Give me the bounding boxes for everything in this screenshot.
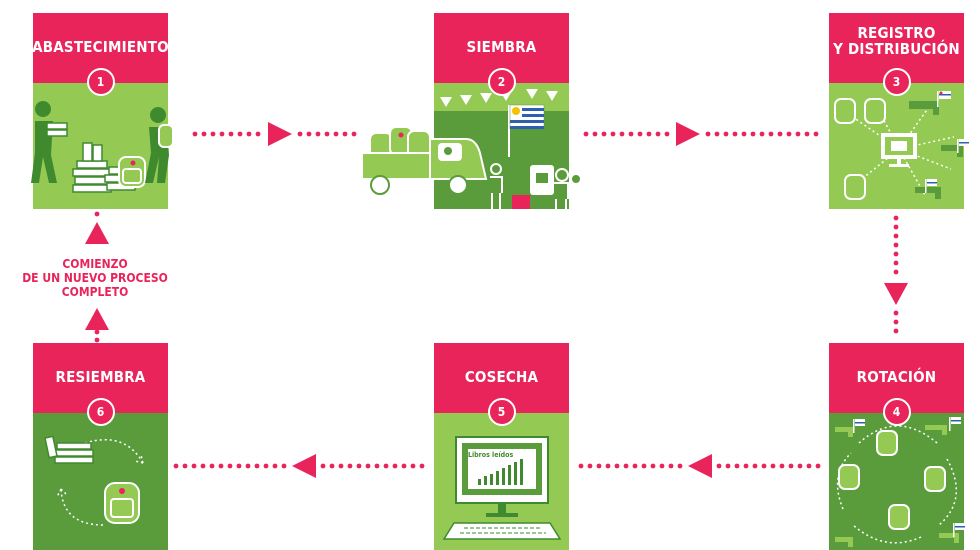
step-header: ABASTECIMIENTO 1: [32, 13, 169, 96]
backpack-icon: [104, 482, 140, 524]
keyboard-icon: [442, 522, 562, 540]
computer-monitor-icon: [455, 436, 549, 517]
step-title: COSECHA: [464, 368, 539, 386]
uruguay-flag-icon: [853, 417, 965, 537]
step-rotacion: ROTACIÓN 4: [829, 343, 965, 550]
step-number-badge: 6: [86, 398, 115, 426]
podium-icon: [512, 195, 530, 209]
replant-illustration: [44, 435, 144, 526]
truck-icon: [361, 138, 488, 195]
step-siembra: SIEMBRA 2: [361, 13, 582, 209]
rotation-illustration: [835, 417, 965, 547]
step-illustration: [829, 413, 965, 550]
step-header: SIEMBRA 2: [434, 13, 569, 96]
step-title: RESIEMBRA: [55, 368, 146, 386]
step-title: ROTACIÓN: [856, 368, 937, 386]
backpack-icon: [838, 430, 946, 530]
step-header: RESIEMBRA 6: [33, 343, 168, 426]
step-illustration: [31, 83, 174, 209]
uruguay-flag-icon: [925, 91, 969, 193]
books-stack-icon: [72, 142, 136, 193]
step-header: COSECHA 5: [434, 343, 569, 426]
step-number-badge: 2: [487, 68, 516, 96]
connector-3-4: [884, 215, 908, 334]
computer-monitor-icon: [881, 133, 917, 167]
step-resiembra: RESIEMBRA 6: [33, 343, 168, 550]
step-abastecimiento: ABASTECIMIENTO 1: [31, 13, 174, 209]
monitor-chart-label: Libros leídos: [468, 451, 514, 459]
cycle-restart-note: COMIENZO DE UN NUEVO PROCESO COMPLETO: [22, 257, 168, 299]
step-title: SIEMBRA: [466, 38, 537, 56]
registry-distribution-illustration: [834, 91, 969, 200]
step-illustration: Libros leídos: [434, 413, 569, 550]
connector-5-6: [173, 454, 425, 478]
connector-4-5: [578, 454, 821, 478]
connector-6-1: [85, 203, 109, 343]
step-cosecha: COSECHA 5 Libros leídos: [434, 343, 569, 550]
harvest-computer-illustration: [442, 436, 562, 540]
step-number-badge: 3: [882, 68, 911, 96]
books-stack-icon: [44, 435, 94, 464]
backpack-icon: [834, 98, 886, 200]
cycle-arrows: [56, 439, 144, 526]
step-number-badge: 5: [487, 398, 516, 426]
truck-illustration: [361, 126, 488, 195]
step-illustration: [33, 413, 168, 550]
children-group-icon: [490, 163, 582, 209]
school-festival-illustration: [434, 83, 582, 209]
step-illustration: [361, 83, 582, 209]
step-header: ROTACIÓN 4: [829, 343, 964, 426]
step-illustration: [829, 83, 969, 209]
books-people-illustration: [31, 101, 174, 193]
step-title: ABASTECIMIENTO: [32, 38, 169, 56]
connector-2-3: [583, 122, 819, 146]
person-icon: [31, 101, 68, 183]
school-icon: [835, 425, 959, 547]
step-number-badge: 1: [86, 68, 115, 96]
connector-1-2: [192, 122, 357, 146]
uruguay-flag-icon: [508, 104, 545, 157]
backpack-icon: [530, 165, 554, 195]
backpack-icon: [118, 156, 146, 188]
person-icon: [145, 107, 174, 183]
step-number-badge: 4: [882, 398, 911, 426]
